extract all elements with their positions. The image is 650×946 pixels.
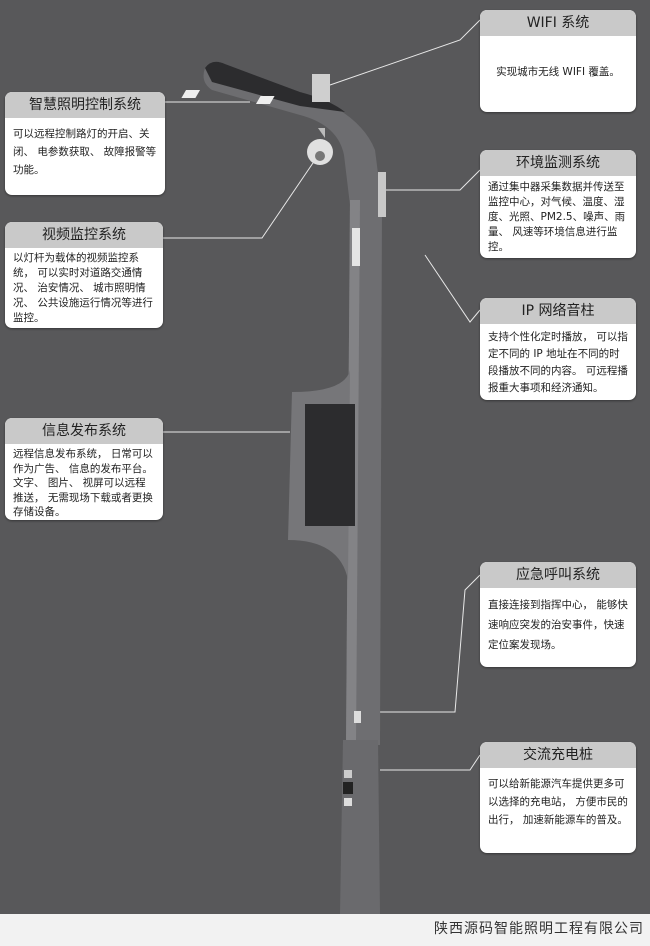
charging-cabinet [340, 740, 380, 914]
lighting-control-card: 智慧照明控制系统 可以远程控制路灯的开启、关闭、 电参数获取、 故障报警等功能。 [5, 92, 165, 195]
card-title: 智慧照明控制系统 [5, 92, 165, 118]
card-description: 支持个性化定时播放， 可以指定不同的 IP 地址在不同的时段播放不同的内容。 可… [488, 331, 628, 394]
company-name: 陕西源码智能照明工程有限公司 [434, 921, 644, 937]
environment-monitoring-card: 环境监测系统 通过集中器采集数据并传送至监控中心，对气候、温度、湿度、光照、PM… [480, 150, 636, 258]
emergency-call-button [354, 711, 361, 723]
card-description: 远程信息发布系统， 日常可以作为广告、 信息的发布平台。 文字、 图片、 视屏可… [13, 448, 153, 518]
wifi-system-card: WIFI 系统 实现城市无线 WIFI 覆盖。 [480, 10, 636, 112]
card-title: WIFI 系统 [480, 10, 636, 36]
card-description: 实现城市无线 WIFI 覆盖。 [496, 66, 620, 78]
card-description: 直接连接到指挥中心， 能够快速响应突发的治安事件，快速定位案发现场。 [488, 599, 628, 651]
ip-speaker-card: IP 网络音柱 支持个性化定时播放， 可以指定不同的 IP 地址在不同的时段播放… [480, 298, 636, 400]
card-title: 信息发布系统 [5, 418, 163, 444]
pole-arm [203, 61, 382, 205]
card-title: IP 网络音柱 [480, 298, 636, 324]
connector-lines [163, 19, 481, 771]
card-description: 可以远程控制路灯的开启、关闭、 电参数获取、 故障报警等功能。 [13, 128, 157, 176]
footer-strip [0, 914, 650, 946]
card-description: 可以给新能源汽车提供更多可以选择的充电站， 方便市民的出行， 加速新能源车的普及… [488, 778, 628, 826]
card-title: 视频监控系统 [5, 222, 163, 248]
wifi-antenna [312, 74, 330, 102]
info-publishing-card: 信息发布系统 远程信息发布系统， 日常可以作为广告、 信息的发布平台。 文字、 … [5, 418, 163, 520]
card-title: 应急呼叫系统 [480, 562, 636, 588]
info-display-screen [305, 404, 355, 526]
card-title: 交流充电桩 [480, 742, 636, 768]
ac-charging-card: 交流充电桩 可以给新能源汽车提供更多可以选择的充电站， 方便市民的出行， 加速新… [480, 742, 636, 853]
ip-speaker [352, 228, 360, 266]
environment-sensor [378, 172, 386, 217]
video-surveillance-card: 视频监控系统 以灯杆为载体的视频监控系统， 可以实时对道路交通情况、 治安情况、… [5, 222, 163, 328]
card-title: 环境监测系统 [480, 150, 636, 176]
emergency-call-card: 应急呼叫系统 直接连接到指挥中心， 能够快速响应突发的治安事件，快速定位案发现场… [480, 562, 636, 667]
card-description: 以灯杆为载体的视频监控系统， 可以实时对道路交通情况、 治安情况、 城市照明情况… [13, 252, 153, 324]
card-description: 通过集中器采集数据并传送至监控中心，对气候、温度、湿度、光照、PM2.5、噪声、… [488, 181, 626, 253]
